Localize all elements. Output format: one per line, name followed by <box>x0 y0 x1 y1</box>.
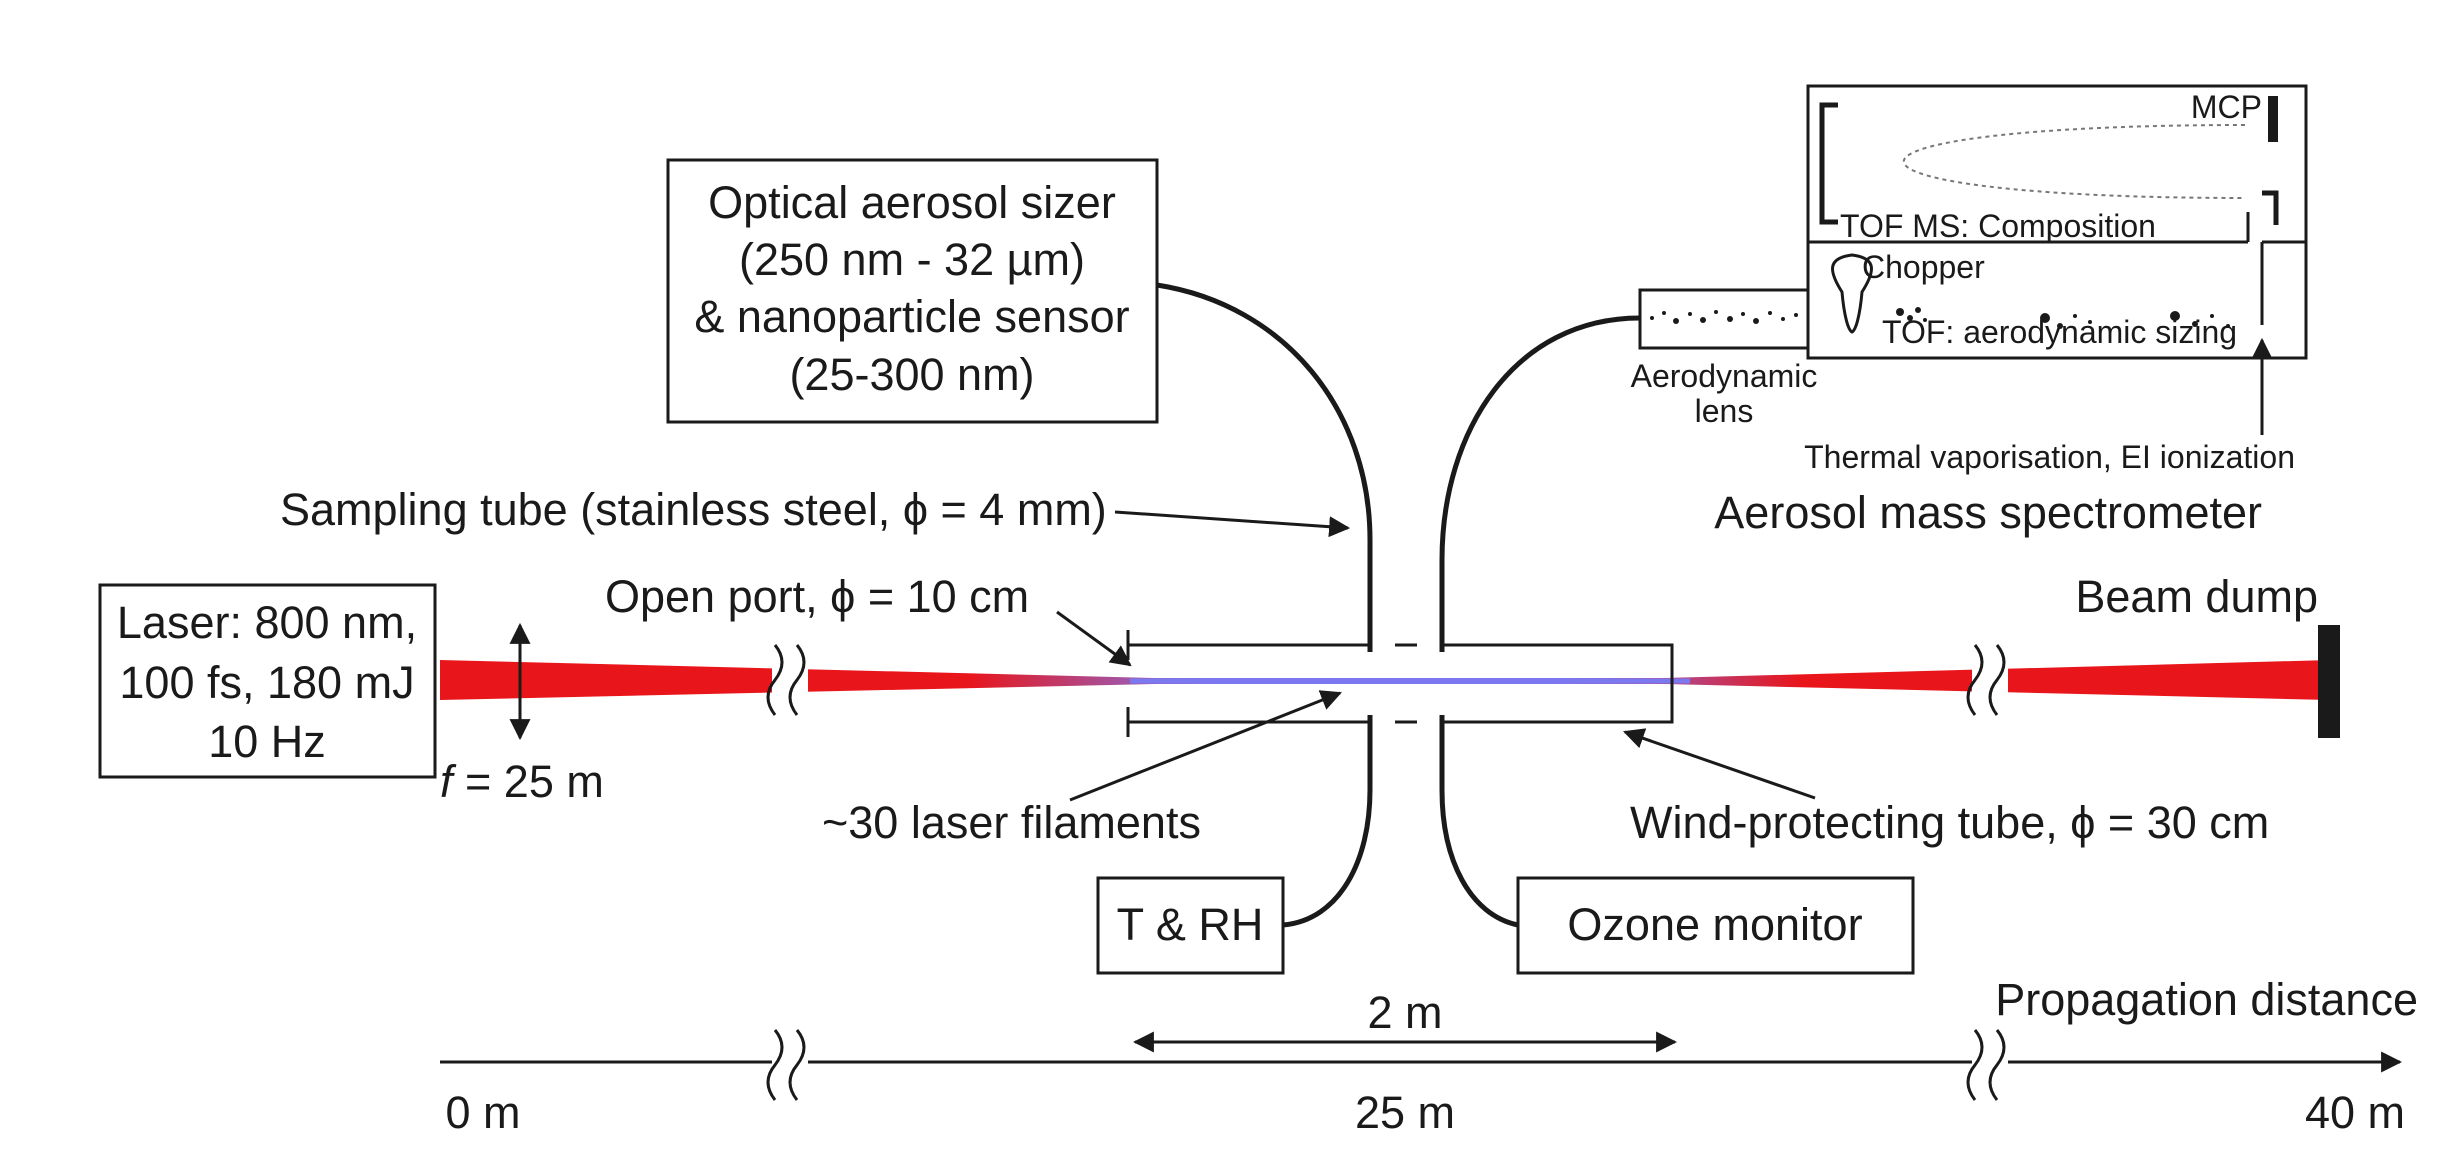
t-rh-label: T & RH <box>1117 899 1264 950</box>
ams-title: Aerosol mass spectrometer <box>1714 487 2262 538</box>
sizer-line-3: & nanoparticle sensor <box>694 291 1129 342</box>
laser-line-1: Laser: 800 nm, <box>117 597 417 648</box>
tof-ms-label: TOF MS: Composition <box>1840 208 2156 244</box>
open-port-arrow <box>1056 610 1132 667</box>
laser-source-box <box>98 583 437 779</box>
sampling-tube-to-ams <box>1439 315 1641 652</box>
lens-particles <box>1650 310 1798 324</box>
beam-break-left <box>766 640 808 720</box>
ams-outer-box <box>1806 84 2308 360</box>
sizer-line-2: (250 nm - 32 µm) <box>739 234 1085 285</box>
laser-line-3: 10 Hz <box>208 716 326 767</box>
span-label: 2 m <box>1367 987 1442 1038</box>
mcp-label: MCP <box>2191 89 2262 125</box>
lens-label-1: Aerodynamic <box>1631 358 1818 394</box>
sampling-tube-to-t-rh <box>1282 715 1373 928</box>
mcp-detector <box>2268 96 2278 142</box>
chopper-label: Chopper <box>1862 249 1985 285</box>
aerosol-mass-spectrometer: MCP TOF MS: Composition Chopper TOF: aer… <box>1631 84 2308 538</box>
focal-length-label: f = 25 m <box>440 756 604 807</box>
sampling-tube-to-sizer <box>1156 282 1373 652</box>
t-rh-box <box>1096 876 1285 975</box>
wind-tube-label: Wind-protecting tube, ϕ = 30 cm <box>1630 797 2269 848</box>
tof-ms-left-bracket <box>1819 102 1838 225</box>
optical-sizer-box <box>666 158 1159 424</box>
sampling-tube-arrow <box>1114 510 1351 538</box>
chopper-icon <box>1831 253 1873 334</box>
laser-line-2: 100 fs, 180 mJ <box>119 657 414 708</box>
propagation-axis: 2 m Propagation distance 0 m 25 m 40 m <box>440 974 2418 1138</box>
filaments-arrow <box>1069 690 1342 802</box>
wind-tube-arrow <box>1623 728 1816 800</box>
reflectron-trajectory <box>1902 124 2246 199</box>
sizer-line-4: (25-300 nm) <box>789 349 1034 400</box>
wind-protecting-tube <box>1126 630 1674 737</box>
filaments-label: ~30 laser filaments <box>822 797 1201 848</box>
vaporisation-label: Thermal vaporisation, EI ionization <box>1804 439 2295 475</box>
open-port-label: Open port, ϕ = 10 cm <box>605 571 1029 622</box>
tof-sizing-label: TOF: aerodynamic sizing <box>1882 314 2237 350</box>
tick-0m: 0 m <box>445 1087 520 1138</box>
beam-break-right <box>1966 640 2008 720</box>
sampling-tube-to-ozone <box>1439 715 1519 928</box>
particle-dots <box>1896 307 2230 329</box>
aerodynamic-lens-box <box>1638 288 1810 350</box>
tick-40m: 40 m <box>2305 1087 2405 1138</box>
sizer-line-1: Optical aerosol sizer <box>708 177 1116 228</box>
tick-25m: 25 m <box>1355 1087 1455 1138</box>
ion-passage <box>2246 212 2264 325</box>
beam-dump <box>2318 625 2340 738</box>
ozone-monitor-label: Ozone monitor <box>1567 899 1862 950</box>
ozone-monitor-box <box>1516 876 1915 975</box>
beam-dump-label: Beam dump <box>2075 571 2318 622</box>
tof-ms-right-bracket <box>2262 190 2279 225</box>
axis-title: Propagation distance <box>1995 974 2418 1025</box>
sampling-tube-label: Sampling tube (stainless steel, ϕ = 4 mm… <box>280 484 1107 535</box>
lens-label-2: lens <box>1695 393 1754 429</box>
axis-break-right <box>1966 1025 2008 1105</box>
axis-break-left <box>766 1025 808 1105</box>
